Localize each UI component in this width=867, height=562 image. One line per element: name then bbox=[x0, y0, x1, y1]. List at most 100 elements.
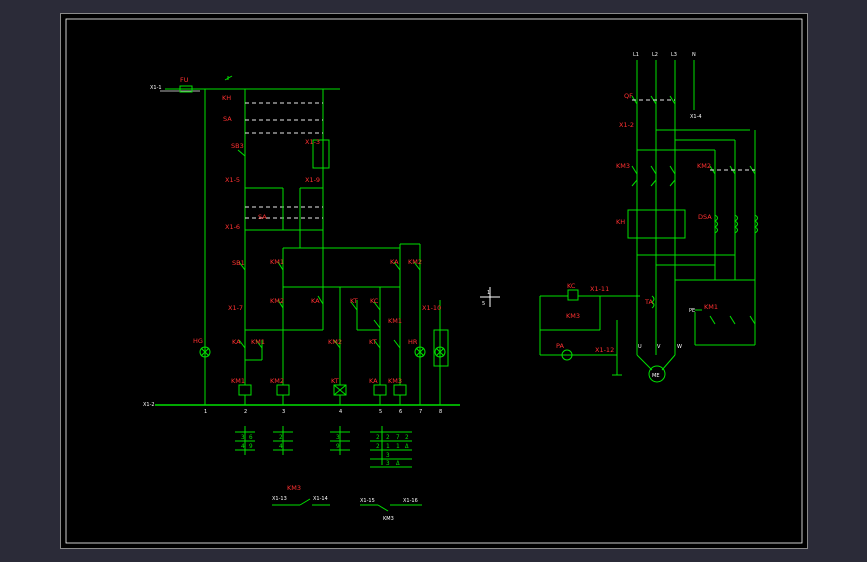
label-km3-r: KM3 bbox=[616, 162, 630, 170]
label-km1-b: KM1 bbox=[388, 317, 402, 325]
label-qf: QF bbox=[624, 92, 633, 100]
label-x1-2r: X1-2 bbox=[619, 121, 634, 129]
coil-kc bbox=[567, 289, 579, 301]
bus-number-6: 6 bbox=[399, 409, 402, 415]
label-x1-14: X1-14 bbox=[313, 496, 328, 502]
label-sa-mid: SA bbox=[258, 213, 267, 221]
label-x1-2: X1-2 bbox=[143, 402, 155, 408]
coil-km3 bbox=[393, 384, 407, 396]
label-v: V bbox=[657, 344, 661, 350]
ct1-r2c1: 4 bbox=[241, 443, 245, 450]
label-km3-r2: KM3 bbox=[566, 312, 580, 320]
label-l2: L2 bbox=[652, 52, 658, 58]
label-x1-9: X1-9 bbox=[305, 176, 320, 184]
label-x1-6: X1-6 bbox=[225, 223, 240, 231]
ct1-r1c1: 3 bbox=[241, 434, 245, 441]
ct2-r1c1: 2 bbox=[279, 434, 283, 441]
cursor-digit-a: 1 bbox=[487, 290, 490, 296]
bus-number-4: 4 bbox=[339, 409, 342, 415]
label-x1-15: X1-15 bbox=[360, 498, 375, 504]
drawing-frame bbox=[60, 13, 808, 549]
label-x1-12: X1-12 bbox=[595, 346, 614, 354]
control-circuit bbox=[155, 75, 460, 465]
lamp-hr-icon bbox=[414, 346, 426, 358]
ct4-r1c3: 7 bbox=[396, 434, 400, 441]
coil-ka bbox=[373, 384, 387, 396]
power-circuit bbox=[539, 60, 758, 383]
label-ta: TA bbox=[644, 298, 653, 306]
label-n: N bbox=[692, 52, 696, 58]
label-x1-1: X1-1 bbox=[150, 85, 162, 91]
ct4-r1c4: 2 bbox=[405, 434, 409, 441]
crosshair-cursor-icon bbox=[480, 287, 500, 307]
label-x1-7: X1-7 bbox=[228, 304, 243, 312]
motor-me-icon bbox=[648, 365, 666, 383]
label-pa: PA bbox=[556, 342, 565, 350]
label-x1-10: X1-10 bbox=[422, 304, 441, 312]
ct1-r2c2: 9 bbox=[249, 443, 253, 450]
label-km2-coil: KM2 bbox=[270, 377, 284, 385]
bus-number-5: 5 bbox=[379, 409, 382, 415]
label-l1: L1 bbox=[633, 52, 639, 58]
bus-number-8: 8 bbox=[439, 409, 442, 415]
label-km3-bot2: KM3 bbox=[383, 516, 394, 522]
label-km1-c: KM1 bbox=[251, 338, 265, 346]
label-km1-coil: KM1 bbox=[231, 377, 245, 385]
ct3-r2c1: 9 bbox=[336, 443, 340, 450]
label-me: ME bbox=[652, 373, 659, 379]
coil-km1 bbox=[238, 384, 252, 396]
label-l3: L3 bbox=[671, 52, 677, 58]
ct3-r1c1: 3 bbox=[336, 434, 340, 441]
label-kt-coil: KT bbox=[331, 377, 339, 385]
coil-km2 bbox=[276, 384, 290, 396]
ct4-r2c4: Δ bbox=[405, 443, 409, 450]
thermal-relay-kh bbox=[627, 209, 686, 239]
label-km2-a: KM2 bbox=[270, 297, 284, 305]
label-x1-4: X1-4 bbox=[690, 114, 702, 120]
lamp-x1-10-icon bbox=[434, 346, 446, 358]
label-kh-r: KH bbox=[616, 218, 625, 226]
label-kt-a: KT bbox=[350, 297, 358, 305]
label-kc-a: KC bbox=[370, 297, 379, 305]
contact-tables: 3 6 4 9 2 4 3 9 2 2 7 2 2 1 1 Δ 3 3 Δ bbox=[235, 431, 412, 468]
label-km2-r: KM2 bbox=[697, 162, 711, 170]
ct4-r1c1: 2 bbox=[376, 434, 380, 441]
ct4-r3c1: 3 bbox=[386, 452, 390, 459]
label-km1-a: KM1 bbox=[270, 258, 284, 266]
label-ka-b: KA bbox=[390, 258, 399, 266]
ct4-r2c3: 1 bbox=[396, 443, 400, 450]
label-pe: PE bbox=[689, 308, 695, 314]
ct4-r2c2: 1 bbox=[386, 443, 390, 450]
label-km2-b: KM2 bbox=[408, 258, 422, 266]
bus-number-2: 2 bbox=[244, 409, 247, 415]
ammeter-pa-icon bbox=[561, 349, 573, 361]
ct1-r1c2: 6 bbox=[249, 434, 253, 441]
label-km1-r: KM1 bbox=[704, 303, 718, 311]
label-x1-16: X1-16 bbox=[403, 498, 418, 504]
label-km2-c: KM2 bbox=[328, 338, 342, 346]
label-ka-coil: KA bbox=[369, 377, 378, 385]
label-kt-b: KT bbox=[369, 338, 377, 346]
label-fu: FU bbox=[180, 76, 189, 84]
fuse-symbol bbox=[179, 85, 193, 93]
label-sa-top: SA bbox=[223, 115, 232, 123]
label-x1-13: X1-13 bbox=[272, 496, 287, 502]
label-km3-coil: KM3 bbox=[388, 377, 402, 385]
ct4-r2c1: 2 bbox=[376, 443, 380, 450]
label-hg: HG bbox=[193, 337, 203, 345]
label-ka-c: KA bbox=[232, 338, 241, 346]
label-sb1: SB1 bbox=[232, 259, 245, 267]
label-x1-3: X1-3 bbox=[305, 138, 320, 146]
label-kc-r: KC bbox=[567, 282, 576, 290]
ct2-r2c1: 4 bbox=[279, 443, 283, 450]
ct4-r4c1: 3 bbox=[386, 460, 390, 467]
inner-border bbox=[65, 18, 803, 544]
bus-number-7: 7 bbox=[419, 409, 422, 415]
label-sb3: SB3 bbox=[231, 142, 244, 150]
aux-contacts bbox=[272, 498, 422, 512]
label-kh-top: KH bbox=[222, 94, 231, 102]
label-u: U bbox=[638, 344, 642, 350]
ct4-r1c2: 2 bbox=[386, 434, 390, 441]
